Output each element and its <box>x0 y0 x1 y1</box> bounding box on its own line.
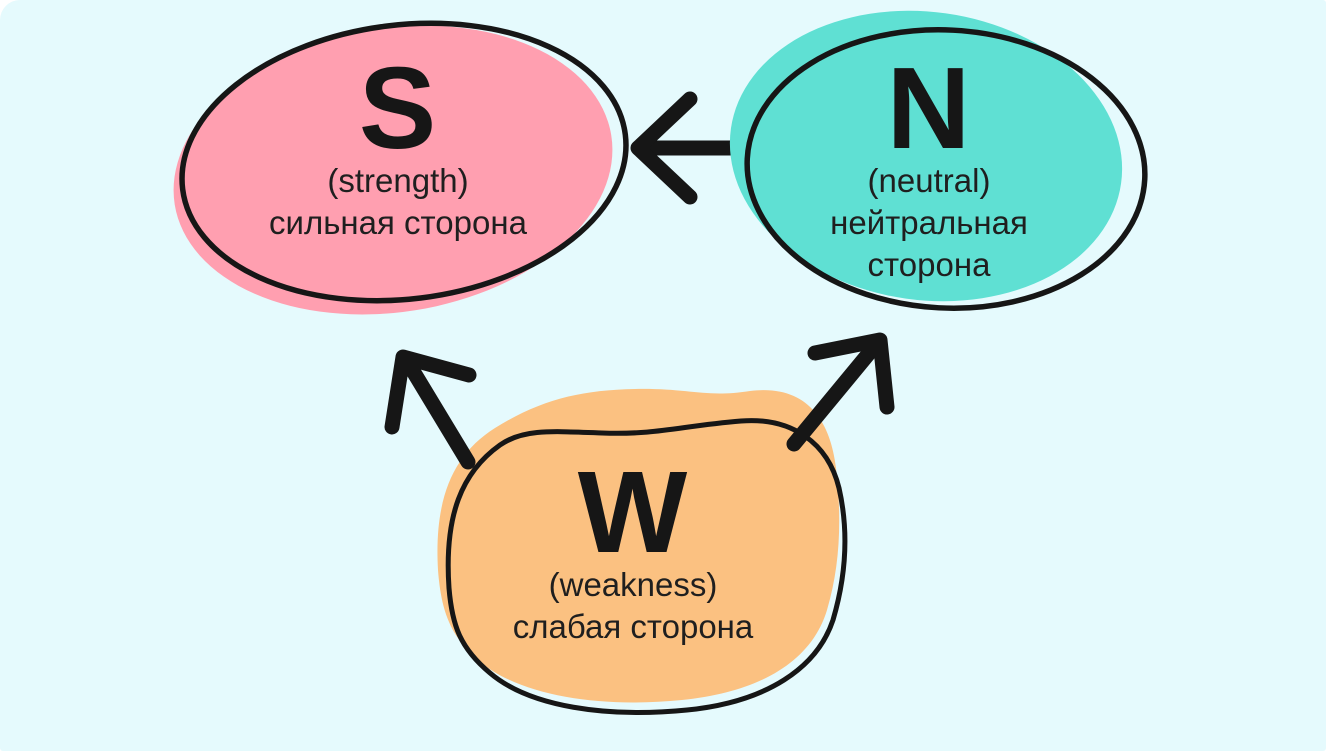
strength-node-label: S (strength) сильная сторона <box>178 43 618 244</box>
neutral-label-ru: нейтральная сторона <box>830 204 1028 283</box>
weakness-node-label: W (weakness) слабая сторона <box>398 447 868 648</box>
arrow-head <box>630 91 698 205</box>
weakness-node-shape <box>437 388 848 715</box>
arrows-group <box>384 91 895 470</box>
arrow-weakness-to-neutral <box>786 332 895 452</box>
strength-label-ru: сильная сторона <box>269 204 527 241</box>
arrow-weakness-to-strength <box>384 349 477 470</box>
arrow-shaft <box>786 344 878 452</box>
strength-letter: S <box>358 43 438 173</box>
arrow-head <box>384 349 477 435</box>
neutral-node-shape <box>729 10 1148 311</box>
neutral-blob-outline <box>744 27 1148 311</box>
weakness-blob-outline <box>445 418 848 715</box>
weakness-label-ru: слабая сторона <box>512 608 754 645</box>
neutral-blob-fill <box>729 10 1123 302</box>
strength-blob-fill <box>173 25 613 315</box>
neutral-label-en: (neutral) <box>867 162 991 199</box>
weakness-letter: W <box>577 447 689 577</box>
arrow-head <box>807 332 895 415</box>
strength-blob-outline <box>179 20 629 304</box>
weakness-blob-fill <box>437 388 840 703</box>
strength-label-en: (strength) <box>327 162 469 199</box>
neutral-letter: N <box>886 43 972 173</box>
neutral-node-label: N (neutral) нейтральная сторона <box>779 43 1079 286</box>
arrow-shaft <box>402 358 476 470</box>
arrow-neutral-to-strength <box>630 91 754 205</box>
strength-node-shape <box>173 20 629 315</box>
weakness-label-en: (weakness) <box>548 566 718 603</box>
